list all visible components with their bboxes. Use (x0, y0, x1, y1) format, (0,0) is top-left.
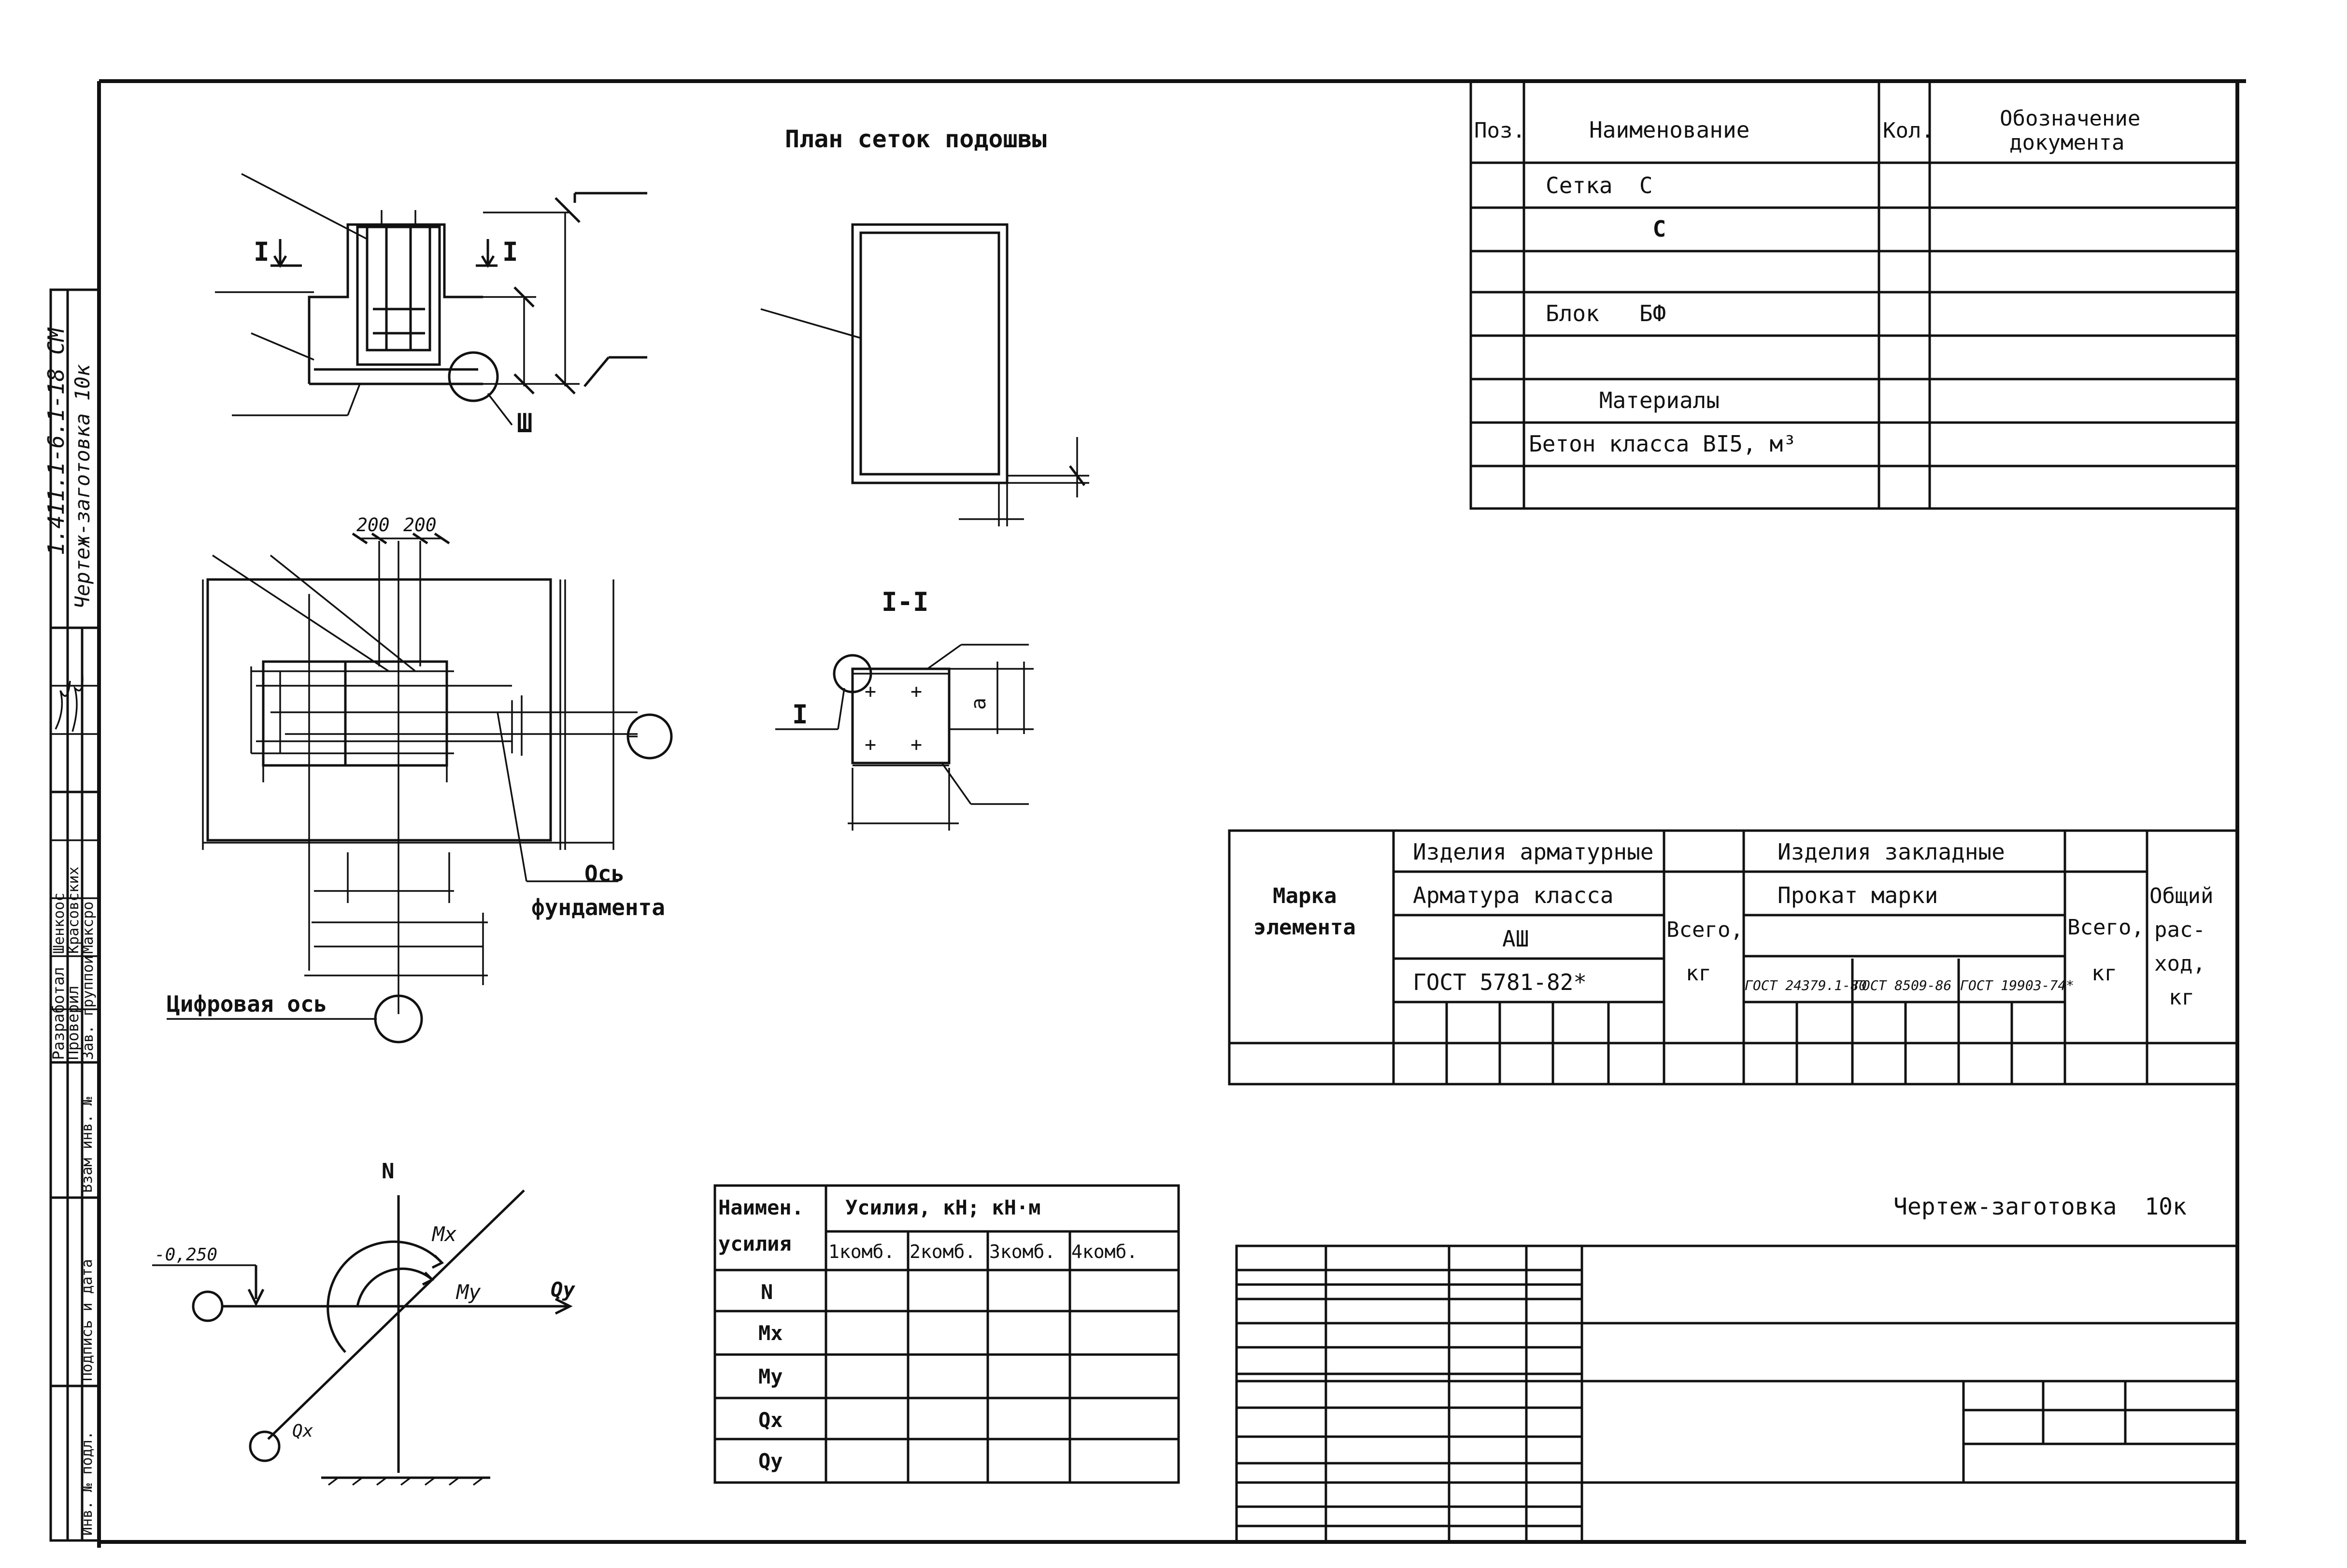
steel-mark-1: Марка (1273, 884, 1337, 908)
loads-row-My: My (758, 1365, 783, 1388)
section-cross-1: + (865, 680, 876, 703)
spec-head-doc-2: документа (2009, 130, 2124, 155)
signature-1 (55, 680, 71, 730)
signature-2 (71, 668, 84, 732)
spec-head-qty: Кол. (1883, 118, 1934, 143)
steel-total-1-unit: кг (1686, 961, 1711, 986)
steel-overall-2: рас- (2154, 918, 2205, 942)
label-III: Ш (517, 408, 533, 438)
label-I-left: I (254, 237, 270, 267)
loads-group-head: Усилия, кН; кН·м (845, 1196, 1041, 1219)
stamp-name-1: Шенкоос (51, 893, 68, 954)
label-Mx: Mx (431, 1222, 457, 1246)
stamp-doc-title: Чертеж-заготовка 10к (71, 364, 94, 608)
plan-dim-right: 200 (403, 514, 437, 536)
section-label-I: I (792, 699, 808, 730)
stamp-name-2: Красовских (65, 866, 82, 954)
steel-overall-3: ход, (2154, 951, 2205, 976)
label-Qx: Qx (292, 1421, 313, 1441)
section-cross-2: + (910, 680, 922, 703)
spec-row-1-name: Сетка С (1546, 172, 1653, 198)
steel-total-2-unit: кг (2091, 961, 2117, 986)
spec-head-name: Наименование (1589, 117, 1750, 143)
loads-row-Qy: Qy (758, 1449, 783, 1473)
steel-rebar-group: Изделия арматурные (1413, 839, 1654, 865)
loads-row-N: N (761, 1280, 773, 1304)
specification-table: Поз. Наименование Кол. Обозначение докум… (1469, 80, 2239, 510)
stamp-role-1: Разработал (49, 967, 68, 1060)
label-I-right: I (502, 237, 518, 267)
steel-overall-1: Общий (2149, 884, 2213, 908)
spec-row-2-name: С (1546, 216, 1666, 242)
spec-head-doc: Обозначение (2000, 106, 2140, 131)
stamp-name-3: Максро (80, 902, 97, 954)
steel-total-2: Всего, (2067, 915, 2144, 940)
spec-row-7-name: Бетон класса ВI5, м³ (1529, 431, 1796, 457)
stamp-doc-code: 1.411.1-6.1-18 СМ (43, 327, 69, 555)
steel-rebar-gost: ГОСТ 5781-82* (1413, 969, 1587, 995)
steel-overall-4: кг (2169, 985, 2194, 1010)
plan-meshes-title: План сеток подошвы (785, 125, 1047, 153)
loads-combo-3: 3комб. (989, 1241, 1055, 1262)
section-cross-4: + (910, 734, 922, 756)
label-My: My (455, 1280, 481, 1304)
loads-row-Mx: Mx (758, 1321, 783, 1345)
title-caption: Чертеж-заготовка 10к (1893, 1193, 2187, 1220)
steel-gost-2: ГОСТ 8509-86 (1854, 977, 1951, 993)
spec-head-pos: Поз. (1474, 118, 1525, 143)
steel-table: Марка элемента Изделия арматурные Армату… (1228, 829, 2239, 1086)
label-N: N (382, 1159, 395, 1184)
spec-row-4-name: Блок БФ (1546, 300, 1666, 326)
steel-gost-3: ГОСТ 19903-74* (1960, 977, 2074, 993)
section-label-a: а (967, 698, 990, 710)
stamp-inv-label: Инв. № подл. (79, 1431, 96, 1536)
foundation-plan: 200 200 Ось фундамента Ц (167, 514, 673, 1044)
side-stamp: 1.411.1-6.1-18 СМ Чертеж-заготовка 10к Р… (43, 288, 100, 1542)
steel-gost-1: ГОСТ 24379.1-80 (1745, 977, 1867, 993)
section-cross-3: + (865, 734, 876, 756)
axis-label-2: фундамента (531, 894, 665, 920)
loads-head-1: Наимен. (718, 1196, 804, 1219)
loads-combo-4: 4комб. (1071, 1241, 1138, 1262)
loads-combo-2: 2комб. (910, 1241, 976, 1262)
steel-rebar-class: АШ (1502, 926, 1529, 952)
label-Qy: Qy (551, 1278, 575, 1301)
forces-diagram: N Qy Qx Mx My -0,250 (152, 1159, 575, 1486)
digital-axis-label: Цифровая ось (167, 991, 327, 1017)
title-block: Чертеж-заготовка 10к (1235, 1193, 2239, 1543)
plan-dim-left: 200 (356, 514, 390, 536)
sheet-frame (97, 79, 2246, 1548)
loads-head-2: усилия (718, 1232, 792, 1256)
section-I-I: I-I + + + + I а (775, 587, 1034, 831)
loads-row-Qx: Qx (758, 1408, 783, 1432)
stamp-replace-label: Взам инв. № (79, 1097, 96, 1193)
spec-row-6-name: Материалы (1546, 387, 1720, 413)
foundation-elevation: Ш I I (215, 173, 647, 438)
axis-label-1: Ось (584, 861, 625, 887)
steel-total-1: Всего, (1666, 918, 1743, 942)
steel-rebar-class-label: Арматура класса (1413, 882, 1613, 908)
stamp-role-2: Проверил (64, 986, 82, 1060)
loads-table: Наимен. усилия Усилия, кН; кН·м 1комб. 2… (713, 1184, 1180, 1484)
plan-meshes: План сеток подошвы (760, 125, 1089, 526)
loads-combo-1: 1комб. (828, 1241, 895, 1262)
steel-embedded-group: Изделия закладные (1778, 839, 2005, 865)
steel-mark-2: элемента (1253, 915, 1356, 940)
stamp-sign-label: Подпись и дата (79, 1259, 96, 1381)
section-title: I-I (882, 587, 929, 617)
steel-rolled-label: Прокат марки (1778, 882, 1938, 908)
stamp-role-3: Зав. группой (80, 955, 97, 1060)
label-mark: -0,250 (155, 1245, 217, 1265)
